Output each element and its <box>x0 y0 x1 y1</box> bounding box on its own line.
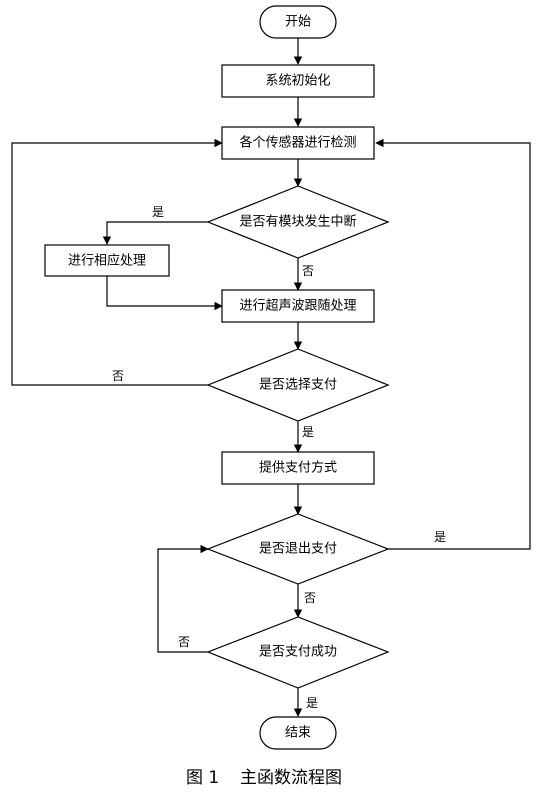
node-end <box>259 716 337 750</box>
figure-title: 主函数流程图 <box>240 768 342 788</box>
label-pay-decision: 是否选择支付 <box>259 378 337 393</box>
edge-label-pay-yes: 是 <box>302 425 314 439</box>
figure-number: 图 1 <box>186 768 219 788</box>
edge-label-interrupt-yes: 是 <box>152 205 164 219</box>
label-init: 系统初始化 <box>265 74 330 89</box>
node-interrupt-decision <box>206 185 390 259</box>
edge-label-exit-no: 否 <box>304 591 316 605</box>
edge-exit-yes-loop <box>375 138 531 550</box>
node-start <box>259 5 337 39</box>
node-pay-methods <box>221 451 375 485</box>
node-detect <box>221 126 375 160</box>
label-interrupt-decision: 是否有模块发生中断 <box>239 214 356 230</box>
edge-label-interrupt-no: 否 <box>302 264 314 278</box>
label-handle: 进行相应处理 <box>68 253 146 269</box>
edge-label-success-yes: 是 <box>306 696 318 710</box>
node-ultrasonic <box>221 289 375 323</box>
label-ultrasonic: 进行超声波跟随处理 <box>239 299 356 314</box>
edge-pay-no-loop <box>11 138 223 386</box>
node-init <box>221 64 375 98</box>
node-success-decision <box>206 616 390 689</box>
label-exit-decision: 是否退出支付 <box>259 542 337 557</box>
edge-label-pay-no: 否 <box>112 369 124 383</box>
edge-interrupt-yes <box>102 221 208 245</box>
label-pay-methods: 提供支付方式 <box>259 460 337 476</box>
label-success-decision: 是否支付成功 <box>259 645 337 660</box>
edge-handle-ultrasonic <box>106 276 223 311</box>
label-start: 开始 <box>285 15 311 30</box>
edge-label-exit-yes: 是 <box>434 530 446 544</box>
edge-success-no-loop <box>157 544 209 653</box>
node-exit-decision <box>206 513 390 585</box>
edge-label-success-no: 否 <box>178 635 190 649</box>
node-pay-decision <box>206 348 390 422</box>
node-handle <box>44 244 170 277</box>
label-detect: 各个传感器进行检测 <box>239 135 356 151</box>
label-end: 结束 <box>285 726 311 741</box>
